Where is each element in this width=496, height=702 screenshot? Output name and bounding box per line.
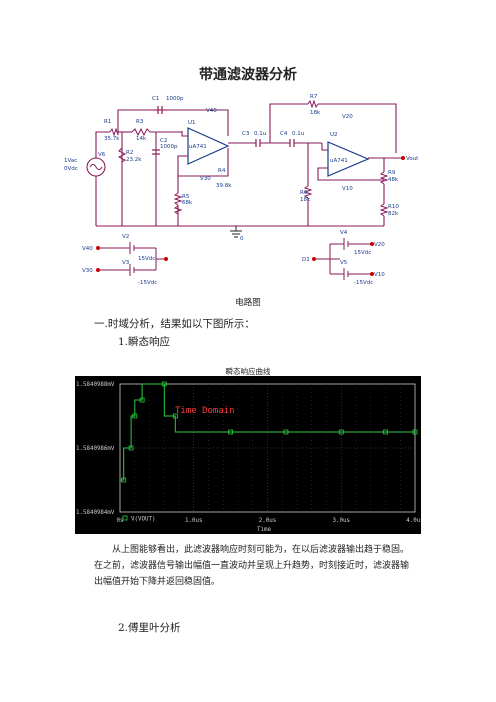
transient-chart: 1.5840988mV 1.5840986mV 1.5840984mV 0s 1.0u… — [75, 376, 421, 534]
r10-label: R10 — [388, 204, 399, 210]
v2-label: V2 — [122, 234, 129, 240]
v20-label: V20 — [342, 114, 353, 120]
series-point-marker — [338, 429, 344, 435]
net-v10-label: V10 — [374, 272, 385, 278]
x-tick-label: 1.0us — [185, 518, 202, 524]
r2-label: R2 — [126, 150, 133, 156]
net-v20-label: V20 — [374, 242, 385, 248]
x-tick-label: 4.0us — [406, 518, 421, 524]
c2-value: 1000p — [160, 144, 178, 150]
series-point-marker — [283, 429, 289, 435]
subsection-heading-fourier: 2.傅里叶分析 — [118, 622, 181, 634]
c1-value: 1000p — [166, 96, 184, 102]
r2-value: 23.2k — [126, 157, 142, 163]
c4-label: C4 — [280, 131, 288, 137]
v6-label: V6 — [98, 152, 106, 158]
r6-label: R6 — [300, 190, 308, 196]
y-tick-label: 1.5840984mV — [76, 510, 115, 516]
r5-value: 68k — [182, 200, 193, 206]
vout-label: Vout — [406, 156, 419, 162]
x-tick-label: 3.0us — [333, 518, 350, 524]
r3-value: 14k — [136, 136, 147, 142]
page-title: 带通滤波器分析 — [199, 67, 297, 83]
series-point-marker — [121, 477, 127, 483]
net-v40-label: V40 — [82, 246, 93, 252]
c3-value: 0.1u — [254, 131, 266, 137]
series-point-marker — [139, 397, 145, 403]
r5-label: R5 — [182, 194, 190, 200]
u2-model: uA741 — [330, 158, 348, 164]
series-point-marker — [161, 381, 167, 387]
series-point-marker — [128, 445, 134, 451]
c4-value: 0.1u — [292, 131, 304, 137]
c3-label: C3 — [242, 131, 250, 137]
v2-value: 15Vdc — [138, 256, 155, 262]
r1-label: R1 — [104, 119, 111, 125]
v6-value1: 1Vac — [64, 158, 77, 164]
r9-value: 48k — [388, 177, 399, 183]
v40-label: V40 — [206, 108, 217, 114]
y-tick-label: 1.5840988mV — [76, 382, 115, 388]
x-axis-label: Time — [257, 527, 271, 533]
u1-label: U1 — [188, 120, 196, 126]
ground-label: 0 — [240, 236, 244, 242]
series-point-marker — [132, 413, 138, 419]
v6-value2: 0Vdc — [64, 166, 78, 172]
r1-value: 35.7k — [104, 136, 120, 142]
circuit-caption: 电路图 — [235, 298, 261, 308]
v10-label: V10 — [342, 186, 353, 192]
r4-value: 39.8k — [216, 183, 232, 189]
c1-label: C1 — [152, 96, 159, 102]
r4-label: R4 — [218, 168, 226, 174]
net-d-label: D1 — [302, 257, 310, 263]
circuit-diagram: C1 1000p V40 R1 35.7k R3 14k R2 23.2k C2… — [64, 94, 419, 286]
series-point-marker — [228, 429, 234, 435]
r7-label: R7 — [310, 94, 318, 100]
v3-value: -15Vdc — [138, 280, 157, 286]
x-tick-label: 2.0us — [259, 518, 276, 524]
r10-value: 82k — [388, 211, 399, 217]
r3-label: R3 — [136, 119, 144, 125]
subsection-heading-transient: 1.瞬态响应 — [118, 336, 171, 348]
chart-title: Time Domain — [175, 406, 235, 416]
series-point-marker — [383, 429, 388, 435]
series-point-marker — [172, 413, 178, 419]
y-tick-label: 1.5840986mV — [76, 446, 115, 452]
legend-marker — [122, 515, 128, 521]
x-tick-label: 0s — [117, 518, 124, 524]
analysis-paragraph: 从上图能够看出，此滤波器响应时刻可能为，在以后滤波器输出趋于稳固。在之前，滤波器… — [94, 545, 410, 587]
legend-label: V(VOUT) — [131, 517, 155, 523]
r6-value: 18k — [300, 197, 311, 203]
r9-label: R9 — [388, 170, 396, 176]
v5-label: V5 — [340, 260, 348, 266]
v5-value: -15Vdc — [354, 280, 373, 286]
r7-value: 18k — [310, 110, 321, 116]
u1-model: uA741 — [189, 144, 207, 150]
c2-label: C2 — [160, 138, 167, 144]
series-point-marker — [412, 429, 418, 435]
v30-label: V30 — [200, 176, 211, 182]
v4-label: V4 — [340, 230, 348, 236]
v4-value: 15Vdc — [354, 250, 371, 256]
section-heading-time-domain: 一.时域分析，结果如以下图所示： — [94, 318, 255, 330]
chart-caption: 瞬态响应曲线 — [225, 367, 271, 376]
net-v30-label: V30 — [82, 268, 93, 274]
v3-label: V3 — [122, 260, 130, 266]
u2-label: U2 — [330, 132, 338, 138]
